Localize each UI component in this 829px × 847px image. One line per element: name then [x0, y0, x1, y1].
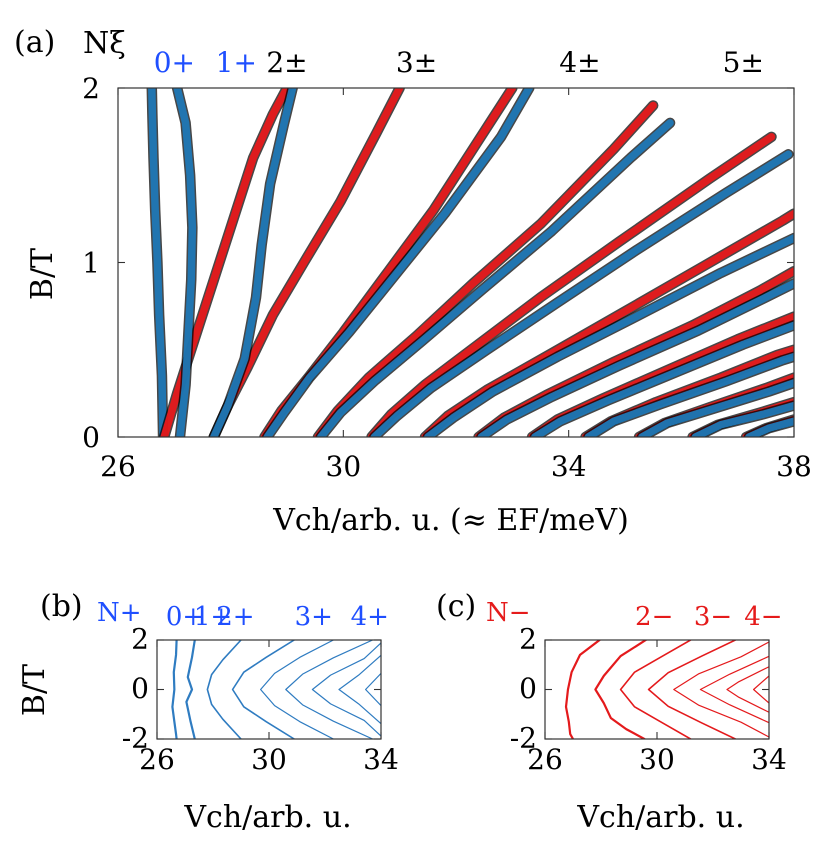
panel-c-top-label-1: 3− — [694, 602, 732, 632]
panel-a-top-label-4: 4± — [559, 46, 600, 79]
panel-b-ytick-label-2: 2 — [131, 622, 149, 655]
panel-a-top-header: Nξ — [83, 26, 126, 61]
panel-b-series-7 — [338, 654, 381, 725]
panel-b-xtick-label-2: 34 — [363, 743, 399, 776]
panel-c-top-label-2: 4− — [744, 602, 782, 632]
panel-a-plot-background — [118, 88, 794, 437]
panel-c-xtick-label-2: 34 — [751, 743, 787, 776]
panel-a-series-6 — [263, 88, 533, 437]
panel-b-top-header: N+ — [97, 598, 142, 628]
panel-a-ytick-label-1: 1 — [82, 246, 100, 279]
panel-a-series-16 — [531, 321, 794, 437]
panel-a-series-2 — [173, 88, 197, 437]
panel-b-series-group — [171, 640, 381, 739]
panel-a-series-10 — [370, 150, 793, 437]
panel-c-ytick-label-0: -2 — [510, 721, 537, 754]
panel-c-series-4 — [673, 641, 769, 738]
panel-a-series-0 — [148, 88, 167, 437]
panel-a-top-label-2: 2± — [266, 46, 307, 79]
panel-a-xtick-label-1: 30 — [326, 450, 362, 483]
panel-a-ytick-label-2: 2 — [82, 72, 100, 105]
panel-b-top-label-0: 0+ — [166, 602, 204, 632]
panel-a-top-label-5: 5± — [723, 46, 764, 79]
panel-c-ytick-label-1: 0 — [519, 672, 537, 705]
panel-c-series-0 — [564, 640, 601, 739]
panel-c-series-6 — [726, 666, 769, 713]
panel-c-series-5 — [699, 655, 769, 724]
panel-a-series-1 — [160, 88, 291, 437]
panel-b-series-6 — [311, 642, 381, 737]
panel-a-top-label-0: 0+ — [154, 46, 195, 79]
panel-c: 26 30 34 -2 0 2 (c) N− 2− 3− 4− Vch/arb. u. — [436, 589, 787, 835]
panel-b-series-1 — [185, 640, 196, 739]
panel-c-series-group — [564, 640, 769, 739]
panel-b-y-axis-title: B/T — [17, 664, 52, 716]
panel-a-series-20 — [638, 379, 794, 437]
panel-b-series-5 — [285, 640, 374, 739]
panel-a: 26 30 34 38 0 1 2 (a) Nξ 0+ 1+ 2± 3± 4± 5± B/T Vch/arb. … — [14, 25, 812, 538]
panel-c-top-header: N− — [486, 598, 531, 628]
panel-c-series-2 — [619, 640, 692, 739]
panel-c-ytick-label-2: 2 — [519, 622, 537, 655]
panel-b-top-label-3: 3+ — [295, 602, 333, 632]
panel-a-series-14 — [477, 279, 794, 437]
panel-b-label: (b) — [40, 589, 83, 624]
panel-a-series-22 — [691, 401, 794, 437]
panel-c-plot-background — [545, 640, 769, 739]
panel-c-label: (c) — [436, 589, 476, 624]
panel-b-series-0 — [171, 640, 178, 739]
panel-a-top-label-1: 1+ — [216, 46, 257, 79]
panel-a-y-axis-title: B/T — [25, 248, 60, 300]
panel-a-label: (a) — [14, 25, 55, 60]
panel-a-series-8 — [317, 119, 674, 437]
panel-b-series-3 — [231, 640, 295, 739]
panel-b-top-label-1: 1+ — [194, 602, 232, 632]
panel-b-top-label-4: 4+ — [351, 602, 389, 632]
panel-a-x-axis-title: Vch/arb. u. (≈ EF/meV) — [272, 503, 629, 538]
panel-b-series-8 — [365, 672, 381, 707]
panel-a-top-label-3: 3± — [396, 46, 437, 79]
panel-b-x-axis-title: Vch/arb. u. — [183, 800, 351, 835]
panel-c-series-7 — [753, 675, 769, 704]
panel-a-series-24 — [745, 417, 794, 437]
panel-a-series-group — [146, 88, 794, 437]
panel-c-xtick-label-0: 26 — [527, 743, 563, 776]
panel-b-series-4 — [260, 640, 334, 739]
panel-b-xtick-label-1: 30 — [251, 743, 287, 776]
panel-a-series-18 — [584, 352, 794, 437]
panel-c-series-1 — [594, 640, 647, 739]
panel-a-xtick-label-2: 34 — [551, 450, 587, 483]
panel-a-xtick-label-3: 38 — [776, 450, 812, 483]
panel-b-xtick-label-0: 26 — [139, 743, 175, 776]
panel-c-x-axis-title: Vch/arb. u. — [576, 800, 744, 835]
panel-c-top-label-0: 2− — [635, 602, 673, 632]
panel-b-ytick-label-0: -2 — [122, 721, 149, 754]
panel-a-ytick-label-0: 0 — [82, 421, 100, 454]
panel-a-series-4 — [210, 88, 297, 437]
panel-b-top-label-2: 2+ — [216, 602, 254, 632]
panel-a-xtick-label-0: 26 — [100, 450, 136, 483]
panel-b-series-2 — [206, 640, 242, 739]
panel-c-series-3 — [647, 640, 737, 739]
panel-b-ytick-label-1: 0 — [131, 672, 149, 705]
panel-b: 26 30 34 -2 0 2 (b) N+ 0+1+2+ 3+ 4+ B/T Vch/arb. u. — [17, 589, 399, 835]
panel-c-xtick-label-1: 30 — [639, 743, 675, 776]
panel-a-series-12 — [424, 234, 794, 437]
